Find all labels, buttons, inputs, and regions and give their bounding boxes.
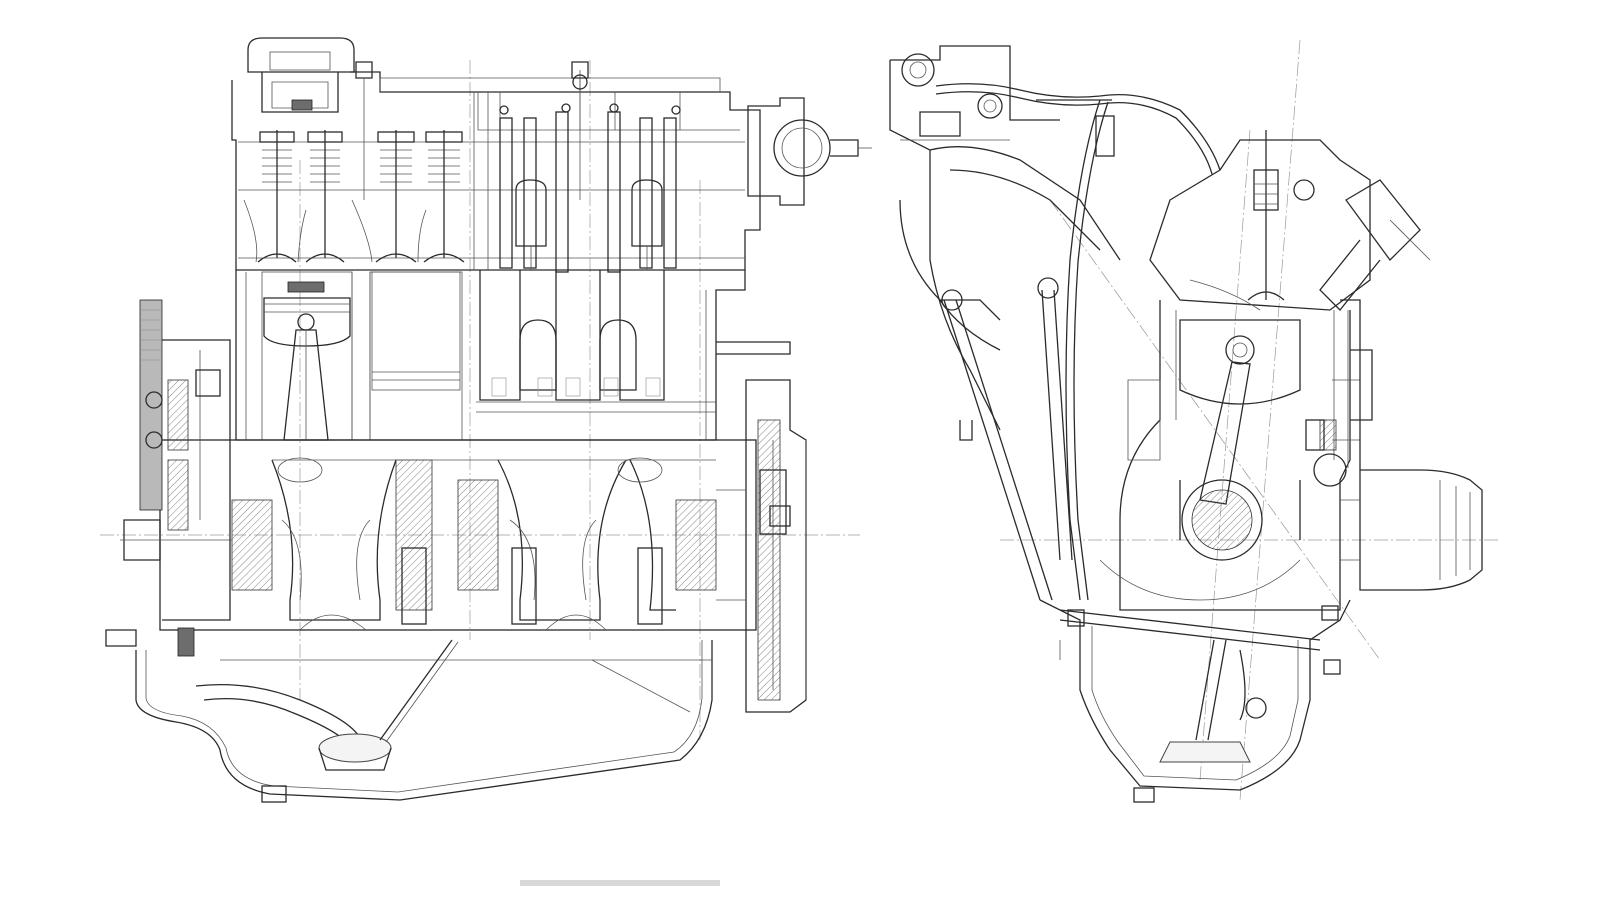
engine-block: [235, 270, 791, 441]
thermostat-housing: [747, 97, 872, 206]
oil-filter: [1340, 469, 1483, 591]
oil-pan: [135, 639, 713, 803]
pushrods: [499, 111, 677, 273]
side-accessory: [1305, 299, 1373, 470]
valvetrain: [243, 74, 681, 273]
flywheel: [716, 379, 807, 713]
transverse-block: [1099, 300, 1361, 611]
cylinder-head: [231, 61, 761, 271]
crankshaft: [159, 439, 757, 631]
oil-filler-cap: [247, 37, 355, 113]
centerlines-right: [1000, 39, 1500, 801]
intake-manifold: [889, 45, 1221, 601]
transverse-head: [1149, 130, 1431, 311]
scan-artifact: [520, 880, 720, 886]
transverse-oil-pan: [1039, 599, 1351, 803]
front-pulley: [105, 299, 232, 657]
transverse-section-view: [889, 39, 1500, 803]
longitudinal-section-view: [100, 37, 872, 803]
